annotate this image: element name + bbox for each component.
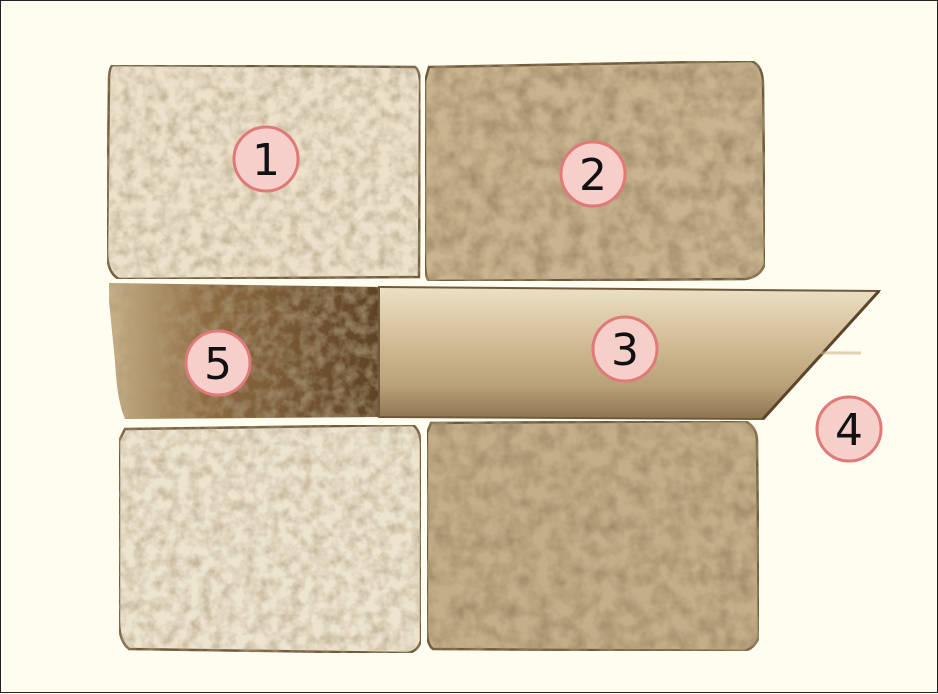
label-5-text: 5: [204, 339, 232, 390]
label-badge-1: 1: [234, 127, 298, 191]
label-badge-5: 5: [186, 331, 250, 395]
label-3-text: 3: [611, 325, 639, 376]
label-badge-2: 2: [561, 142, 625, 206]
label-4-text: 4: [835, 405, 863, 456]
label-badge-4: 4: [817, 397, 881, 461]
stone-bottom-left: [119, 425, 421, 653]
label-badge-3: 3: [593, 317, 657, 381]
label-2-text: 2: [579, 150, 607, 201]
stone-bottom-right: [427, 421, 759, 651]
label-1-text: 1: [252, 135, 280, 186]
